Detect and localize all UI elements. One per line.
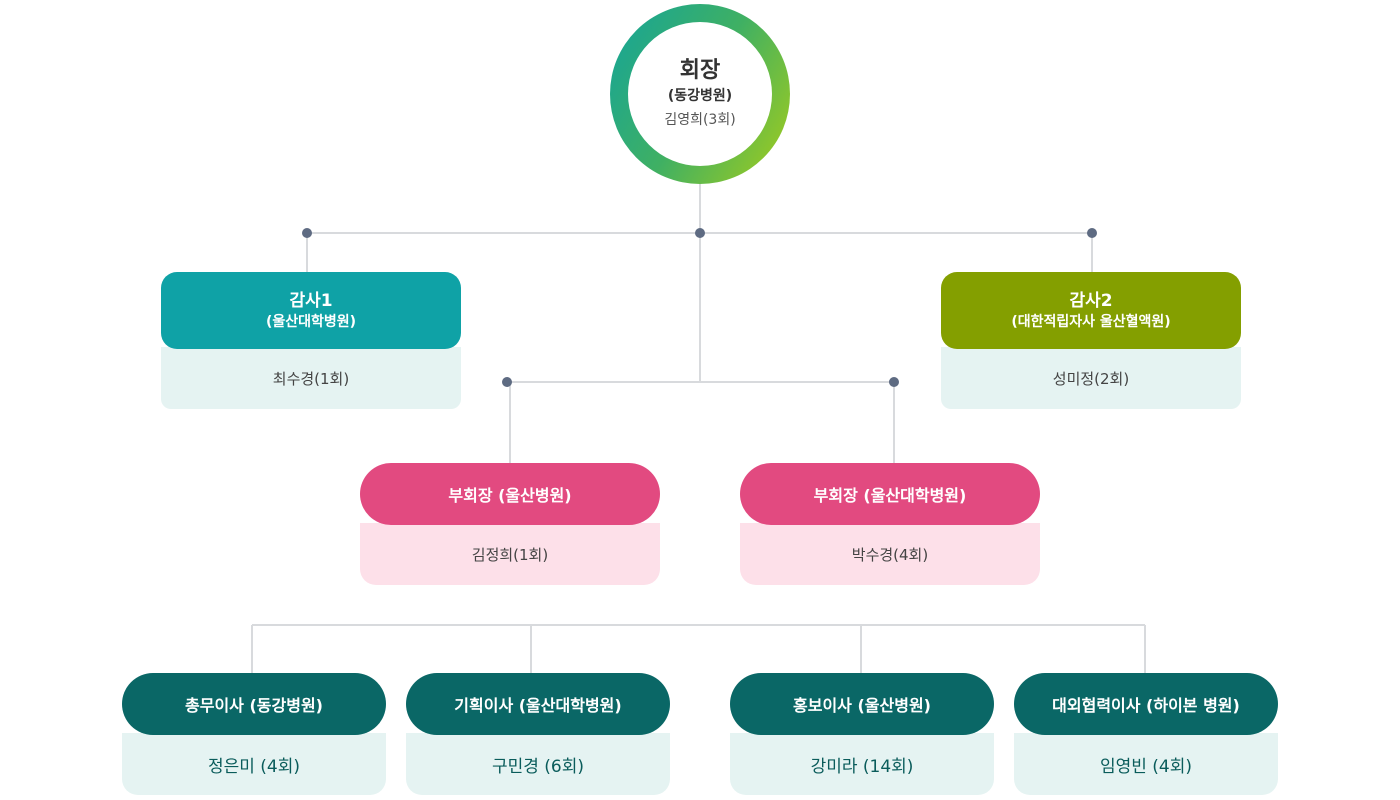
director-1-title: 총무이사 (동강병원) <box>122 673 386 735</box>
director-1-card: 총무이사 (동강병원) 정은미 (4회) <box>122 673 386 795</box>
director-3-card: 홍보이사 (울산병원) 강미라 (14회) <box>730 673 994 795</box>
vice-president-1-card: 부회장 (울산병원) 김정희(1회) <box>360 463 660 585</box>
vice-president-2-name: 박수경(4회) <box>740 523 1040 585</box>
auditor-2-org: (대한적립자사 울산혈액원) <box>1011 313 1171 330</box>
director-2-title: 기획이사 (울산대학병원) <box>406 673 670 735</box>
auditor-1-card: 감사1 (울산대학병원) 최수경(1회) <box>161 272 461 409</box>
node-dot <box>889 377 899 387</box>
node-dot <box>302 228 312 238</box>
director-1-name: 정은미 (4회) <box>122 733 386 795</box>
node-dot <box>502 377 512 387</box>
auditor-2-name: 성미정(2회) <box>941 347 1241 409</box>
auditor-1-name: 최수경(1회) <box>161 347 461 409</box>
director-4-name: 임영빈 (4회) <box>1014 733 1278 795</box>
vice-president-1-title: 부회장 (울산병원) <box>360 463 660 525</box>
vice-president-1-name: 김정희(1회) <box>360 523 660 585</box>
auditor-1-header: 감사1 (울산대학병원) <box>161 272 461 349</box>
auditor-1-title: 감사1 <box>289 290 333 311</box>
president-name: 김영희(3회) <box>664 112 736 128</box>
auditor-2-card: 감사2 (대한적립자사 울산혈액원) 성미정(2회) <box>941 272 1241 409</box>
director-3-name: 강미라 (14회) <box>730 733 994 795</box>
president-title: 회장 <box>679 58 721 83</box>
vice-president-2-card: 부회장 (울산대학병원) 박수경(4회) <box>740 463 1040 585</box>
director-4-title: 대외협력이사 (하이본 병원) <box>1014 673 1278 735</box>
auditor-1-org: (울산대학병원) <box>265 313 357 330</box>
vice-president-2-title: 부회장 (울산대학병원) <box>740 463 1040 525</box>
president-org: (동강병원) <box>667 88 733 104</box>
director-3-title: 홍보이사 (울산병원) <box>730 673 994 735</box>
auditor-2-header: 감사2 (대한적립자사 울산혈액원) <box>941 272 1241 349</box>
director-4-card: 대외협력이사 (하이본 병원) 임영빈 (4회) <box>1014 673 1278 795</box>
node-dot <box>1087 228 1097 238</box>
node-dot <box>695 228 705 238</box>
director-2-name: 구민경 (6회) <box>406 733 670 795</box>
director-2-card: 기획이사 (울산대학병원) 구민경 (6회) <box>406 673 670 795</box>
auditor-2-title: 감사2 <box>1069 290 1113 311</box>
president-node: 회장 (동강병원) 김영희(3회) <box>610 4 790 184</box>
president-inner: 회장 (동강병원) 김영희(3회) <box>628 22 772 166</box>
